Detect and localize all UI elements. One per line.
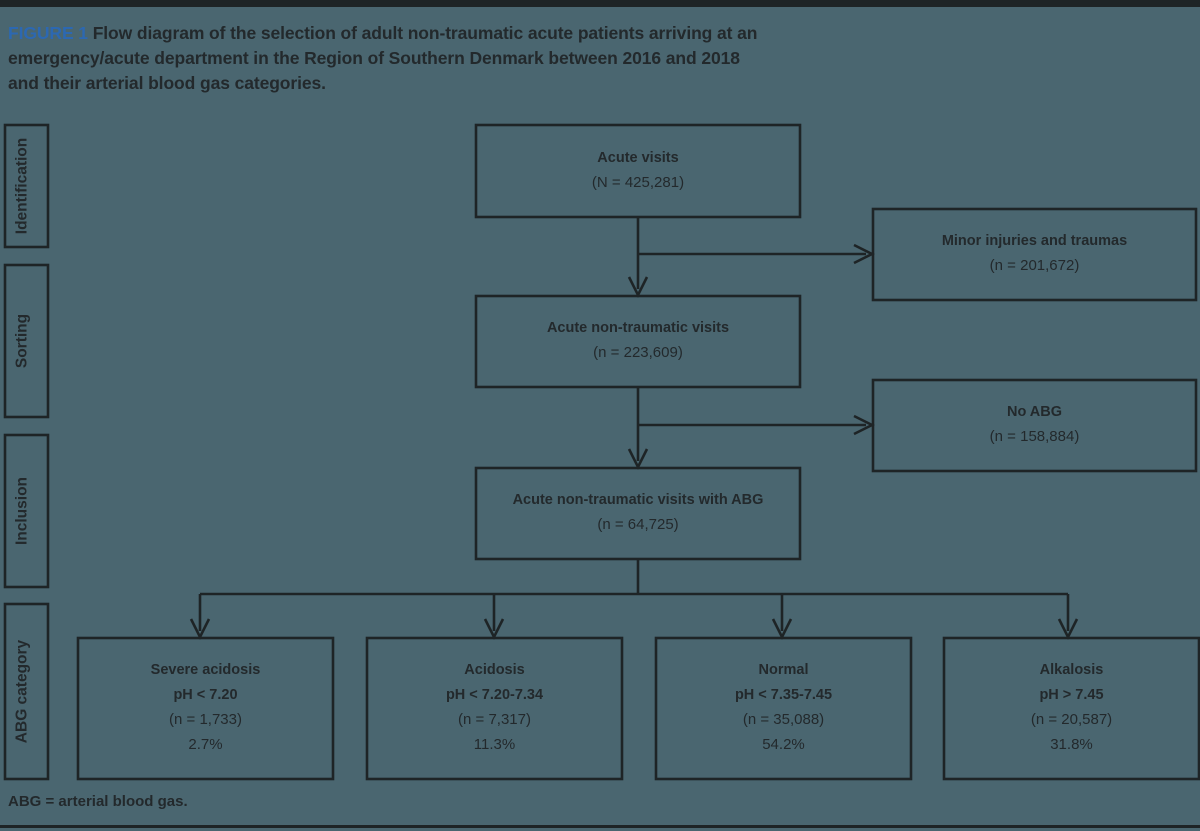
node-minor-injuries-title: Minor injuries and traumas: [942, 233, 1127, 249]
flow-diagram: Identification Sorting Inclusion ABG cat…: [0, 7, 1200, 831]
category-severe-acidosis: Severe acidosis pH < 7.20 (n = 1,733) 2.…: [76, 636, 335, 781]
stage-label-abg-category: ABG category: [3, 602, 50, 781]
node-acute-visits-title: Acute visits: [597, 150, 678, 166]
category-normal-ph: pH < 7.35-7.45: [735, 687, 832, 703]
node-acute-visits: Acute visits (N = 425,281): [474, 123, 802, 219]
stage-label-identification: Identification: [3, 123, 50, 249]
node-minor-injuries-count: (n = 201,672): [990, 257, 1080, 274]
bottom-rule: [0, 825, 1200, 828]
node-acute-non-traumatic: Acute non-traumatic visits (n = 223,609): [474, 294, 802, 389]
category-severe-acidosis-count: (n = 1,733): [169, 711, 242, 728]
category-severe-acidosis-title: Severe acidosis: [151, 662, 261, 678]
figure-label: FIGURE 1: [8, 23, 88, 43]
stage-label-abg-category-text: ABG category: [14, 639, 31, 743]
category-acidosis-count: (n = 7,317): [458, 711, 531, 728]
node-acute-non-traumatic-abg-title: Acute non-traumatic visits with ABG: [513, 492, 764, 508]
category-alkalosis: Alkalosis pH > 7.45 (n = 20,587) 31.8%: [942, 636, 1200, 781]
node-acute-non-traumatic-abg-count: (n = 64,725): [597, 516, 678, 533]
category-normal-count: (n = 35,088): [743, 711, 824, 728]
figure-footnote: ABG = arterial blood gas.: [8, 793, 188, 810]
category-acidosis-ph: pH < 7.20-7.34: [446, 687, 543, 703]
category-normal-percent: 54.2%: [762, 736, 805, 753]
node-acute-visits-count: (N = 425,281): [592, 174, 684, 191]
category-normal-title: Normal: [759, 662, 809, 678]
stage-label-identification-text: Identification: [14, 138, 31, 234]
category-acidosis: Acidosis pH < 7.20-7.34 (n = 7,317) 11.3…: [365, 636, 624, 781]
category-alkalosis-percent: 31.8%: [1050, 736, 1093, 753]
figure-caption-text: Flow diagram of the selection of adult n…: [8, 23, 758, 93]
category-alkalosis-title: Alkalosis: [1040, 662, 1104, 678]
category-acidosis-title: Acidosis: [464, 662, 524, 678]
category-acidosis-percent: 11.3%: [474, 736, 515, 753]
stage-label-inclusion: Inclusion: [3, 433, 50, 589]
node-no-abg: No ABG (n = 158,884): [871, 378, 1198, 473]
node-minor-injuries: Minor injuries and traumas (n = 201,672): [871, 207, 1198, 302]
category-severe-acidosis-ph: pH < 7.20: [173, 687, 237, 703]
category-severe-acidosis-percent: 2.7%: [188, 736, 222, 753]
category-alkalosis-ph: pH > 7.45: [1039, 687, 1103, 703]
stage-label-inclusion-text: Inclusion: [14, 477, 31, 545]
node-no-abg-count: (n = 158,884): [990, 428, 1080, 445]
stage-label-sorting-text: Sorting: [14, 314, 31, 368]
category-alkalosis-count: (n = 20,587): [1031, 711, 1112, 728]
figure-caption: FIGURE 1 Flow diagram of the selection o…: [8, 21, 758, 96]
node-acute-non-traumatic-abg: Acute non-traumatic visits with ABG (n =…: [474, 466, 802, 561]
node-no-abg-title: No ABG: [1007, 404, 1062, 420]
stage-label-sorting: Sorting: [3, 263, 50, 419]
node-acute-non-traumatic-count: (n = 223,609): [593, 344, 683, 361]
category-normal: Normal pH < 7.35-7.45 (n = 35,088) 54.2%: [654, 636, 913, 781]
node-acute-non-traumatic-title: Acute non-traumatic visits: [547, 320, 729, 336]
